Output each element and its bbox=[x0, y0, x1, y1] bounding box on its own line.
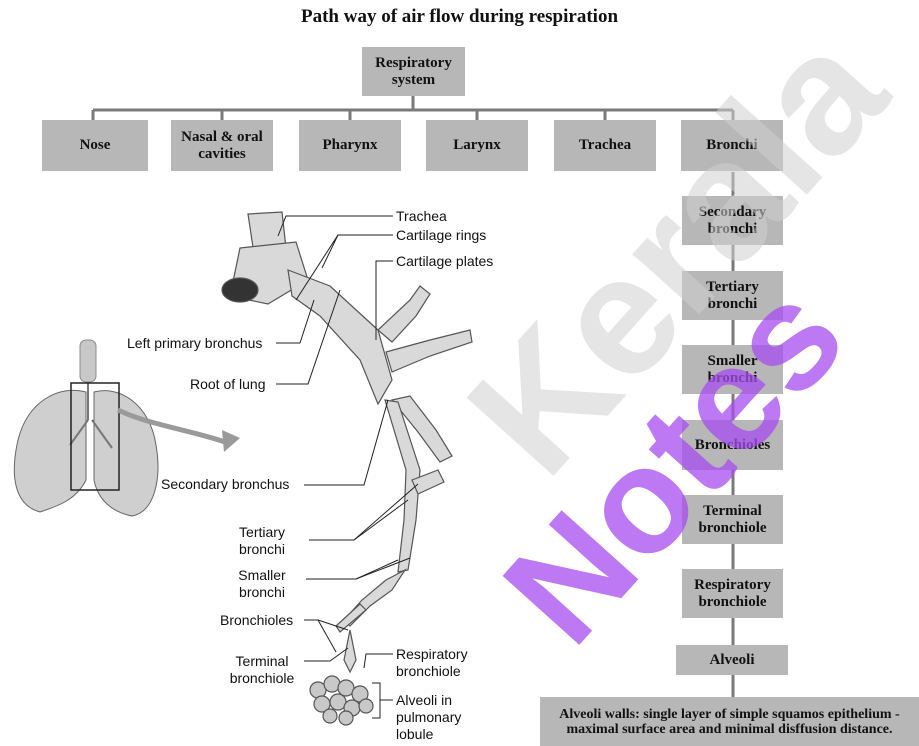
alveoli-walls-note: Alveoli walls: single layer of simple sq… bbox=[540, 697, 919, 746]
larynx-box: Larynx bbox=[426, 120, 528, 171]
pharynx-label: Pharynx bbox=[322, 137, 377, 154]
nasal-oral-cavities-box: Nasal & oral cavities bbox=[171, 120, 273, 171]
label-trachea: Trachea bbox=[396, 208, 447, 225]
label-left-primary-bronchus: Left primary bronchus bbox=[127, 335, 262, 352]
alveoli-walls-note-text: Alveoli walls: single layer of simple sq… bbox=[544, 707, 915, 737]
respiratory-bronchiole-label: Respiratory bronchiole bbox=[694, 577, 771, 611]
secondary-bronchi-box: Secondary bronchi bbox=[682, 196, 783, 245]
alveoli-box: Alveoli bbox=[676, 645, 788, 675]
bronchioles-box: Bronchioles bbox=[682, 420, 783, 470]
tree-connectors bbox=[93, 96, 733, 120]
lungs-illustration bbox=[14, 340, 158, 516]
terminal-bronchiole-box: Terminal bronchiole bbox=[682, 495, 783, 544]
zoom-arrowhead bbox=[222, 430, 240, 452]
bronchioles-label: Bronchioles bbox=[695, 437, 771, 454]
label-cartilage-plates: Cartilage plates bbox=[396, 253, 493, 270]
label-alveoli-in-pulmonary-lobule: Alveoli in pulmonary lobule bbox=[396, 692, 461, 743]
trachea-box: Trachea bbox=[554, 120, 656, 171]
terminal-bronchiole-label: Terminal bronchiole bbox=[698, 503, 766, 537]
label-bronchioles: Bronchioles bbox=[220, 612, 293, 629]
nasal-oral-cavities-label: Nasal & oral cavities bbox=[181, 129, 263, 163]
label-terminal-bronchiole: Terminal bronchiole bbox=[226, 653, 298, 687]
respiratory-system-label: Respiratory system bbox=[375, 55, 452, 89]
tertiary-bronchi-label: Tertiary bronchi bbox=[706, 279, 759, 313]
label-cartilage-rings: Cartilage rings bbox=[396, 227, 486, 244]
respiratory-system-box: Respiratory system bbox=[362, 47, 465, 96]
smaller-bronchi-box: Smaller bronchi bbox=[682, 345, 783, 394]
nose-label: Nose bbox=[80, 137, 111, 154]
nose-box: Nose bbox=[42, 120, 148, 171]
smaller-bronchi-label: Smaller bronchi bbox=[708, 353, 758, 387]
larynx-label: Larynx bbox=[453, 137, 501, 154]
tertiary-bronchi-box: Tertiary bronchi bbox=[682, 271, 783, 320]
respiratory-bronchiole-box: Respiratory bronchiole bbox=[682, 569, 783, 618]
label-respiratory-bronchiole: Respiratory bronchiole bbox=[396, 646, 468, 680]
trachea-label: Trachea bbox=[579, 137, 631, 154]
bronchi-box: Bronchi bbox=[681, 120, 783, 171]
alveoli-label: Alveoli bbox=[710, 652, 755, 669]
secondary-bronchi-label: Secondary bronchi bbox=[699, 204, 767, 238]
label-tertiary-bronchi: Tertiary bronchi bbox=[226, 524, 298, 558]
pharynx-box: Pharynx bbox=[299, 120, 401, 171]
label-smaller-bronchi: Smaller bronchi bbox=[226, 567, 298, 601]
label-root-of-lung: Root of lung bbox=[190, 376, 266, 393]
bronchi-label: Bronchi bbox=[706, 137, 757, 154]
diagram-title: Path way of air flow during respiration bbox=[0, 6, 919, 28]
label-secondary-bronchus: Secondary bronchus bbox=[161, 476, 289, 493]
